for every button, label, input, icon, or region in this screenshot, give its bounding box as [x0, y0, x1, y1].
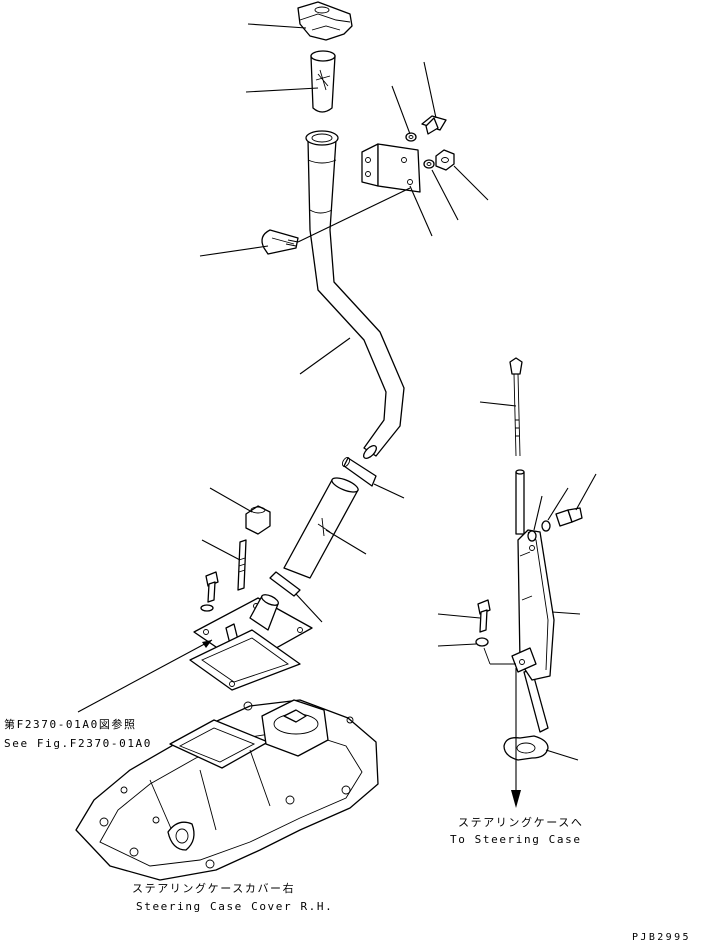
guide-bracket	[511, 529, 555, 681]
cover-label-ja: ステアリングケースカバー右	[132, 881, 295, 895]
leader-washer-right-2	[533, 495, 543, 531]
hose-clamp-upper	[341, 456, 377, 487]
u-bolt	[261, 229, 299, 255]
connecting-hose	[283, 477, 359, 579]
gasket	[189, 629, 301, 691]
hose-clamp-lower	[269, 571, 301, 597]
leader-dipstick	[479, 401, 517, 407]
drawing-code: PJB2995	[632, 932, 691, 943]
reference-label-ja: 第F2370-01A0図参照	[4, 717, 137, 731]
bracket-nut	[435, 149, 455, 171]
mount-bolt-right	[477, 599, 491, 633]
leader-washer-right	[547, 487, 569, 521]
to-case-label-en: To Steering Case	[450, 833, 582, 846]
bracket-bolt	[421, 115, 447, 135]
leader-guide-bracket	[551, 611, 581, 615]
leader-cap-nut	[209, 487, 253, 513]
leader-clamp-lower	[295, 593, 323, 623]
leader-bracket-washer	[391, 85, 411, 135]
leader-ubolt	[199, 245, 269, 257]
to-case-label-ja: ステアリングケースへ	[458, 815, 583, 829]
dipstick	[509, 357, 523, 457]
leader-mount-washer	[437, 643, 477, 647]
leader-bracket-bolt	[423, 61, 437, 119]
bracket-washer	[405, 132, 417, 142]
leader-filter	[245, 87, 319, 93]
mounting-bracket	[361, 143, 421, 193]
leader-bracket-washer-2	[431, 169, 459, 221]
cover-washer	[200, 604, 214, 612]
leader-hose	[325, 529, 367, 555]
leader-stud	[201, 539, 241, 561]
leader-clamp-upper	[373, 483, 405, 499]
leader-mount-bolt	[437, 613, 481, 619]
stud-bolt	[237, 539, 247, 591]
mount-washer-right	[475, 637, 489, 647]
filter-element	[310, 50, 336, 113]
reference-label-en: See Fig.F2370-01A0	[4, 737, 152, 750]
bracket-washer-2	[423, 159, 435, 169]
flange-gasket	[503, 735, 549, 761]
washer-right-2	[527, 530, 537, 542]
leader-cap	[247, 23, 307, 29]
guide-tube	[515, 469, 549, 733]
mount-centerline	[483, 647, 491, 665]
reference-arrow	[77, 639, 213, 713]
to-case-arrow	[511, 668, 521, 808]
washer-right	[541, 520, 551, 532]
breather-cap	[297, 1, 353, 41]
leader-pipe	[299, 337, 351, 375]
cover-label-en: Steering Case Cover R.H.	[136, 900, 333, 913]
cap-nut	[245, 505, 271, 535]
leader-bracket-nut	[453, 165, 489, 201]
filler-pipe	[305, 130, 405, 459]
cover-bolt	[205, 571, 219, 603]
leader-bracket	[409, 185, 433, 237]
leader-flange	[545, 749, 579, 761]
leader-bolt-right	[575, 473, 597, 511]
bracket-bolt-right	[555, 507, 583, 527]
steering-case-cover	[75, 699, 379, 881]
leader-bracket-ubolt	[297, 187, 411, 243]
